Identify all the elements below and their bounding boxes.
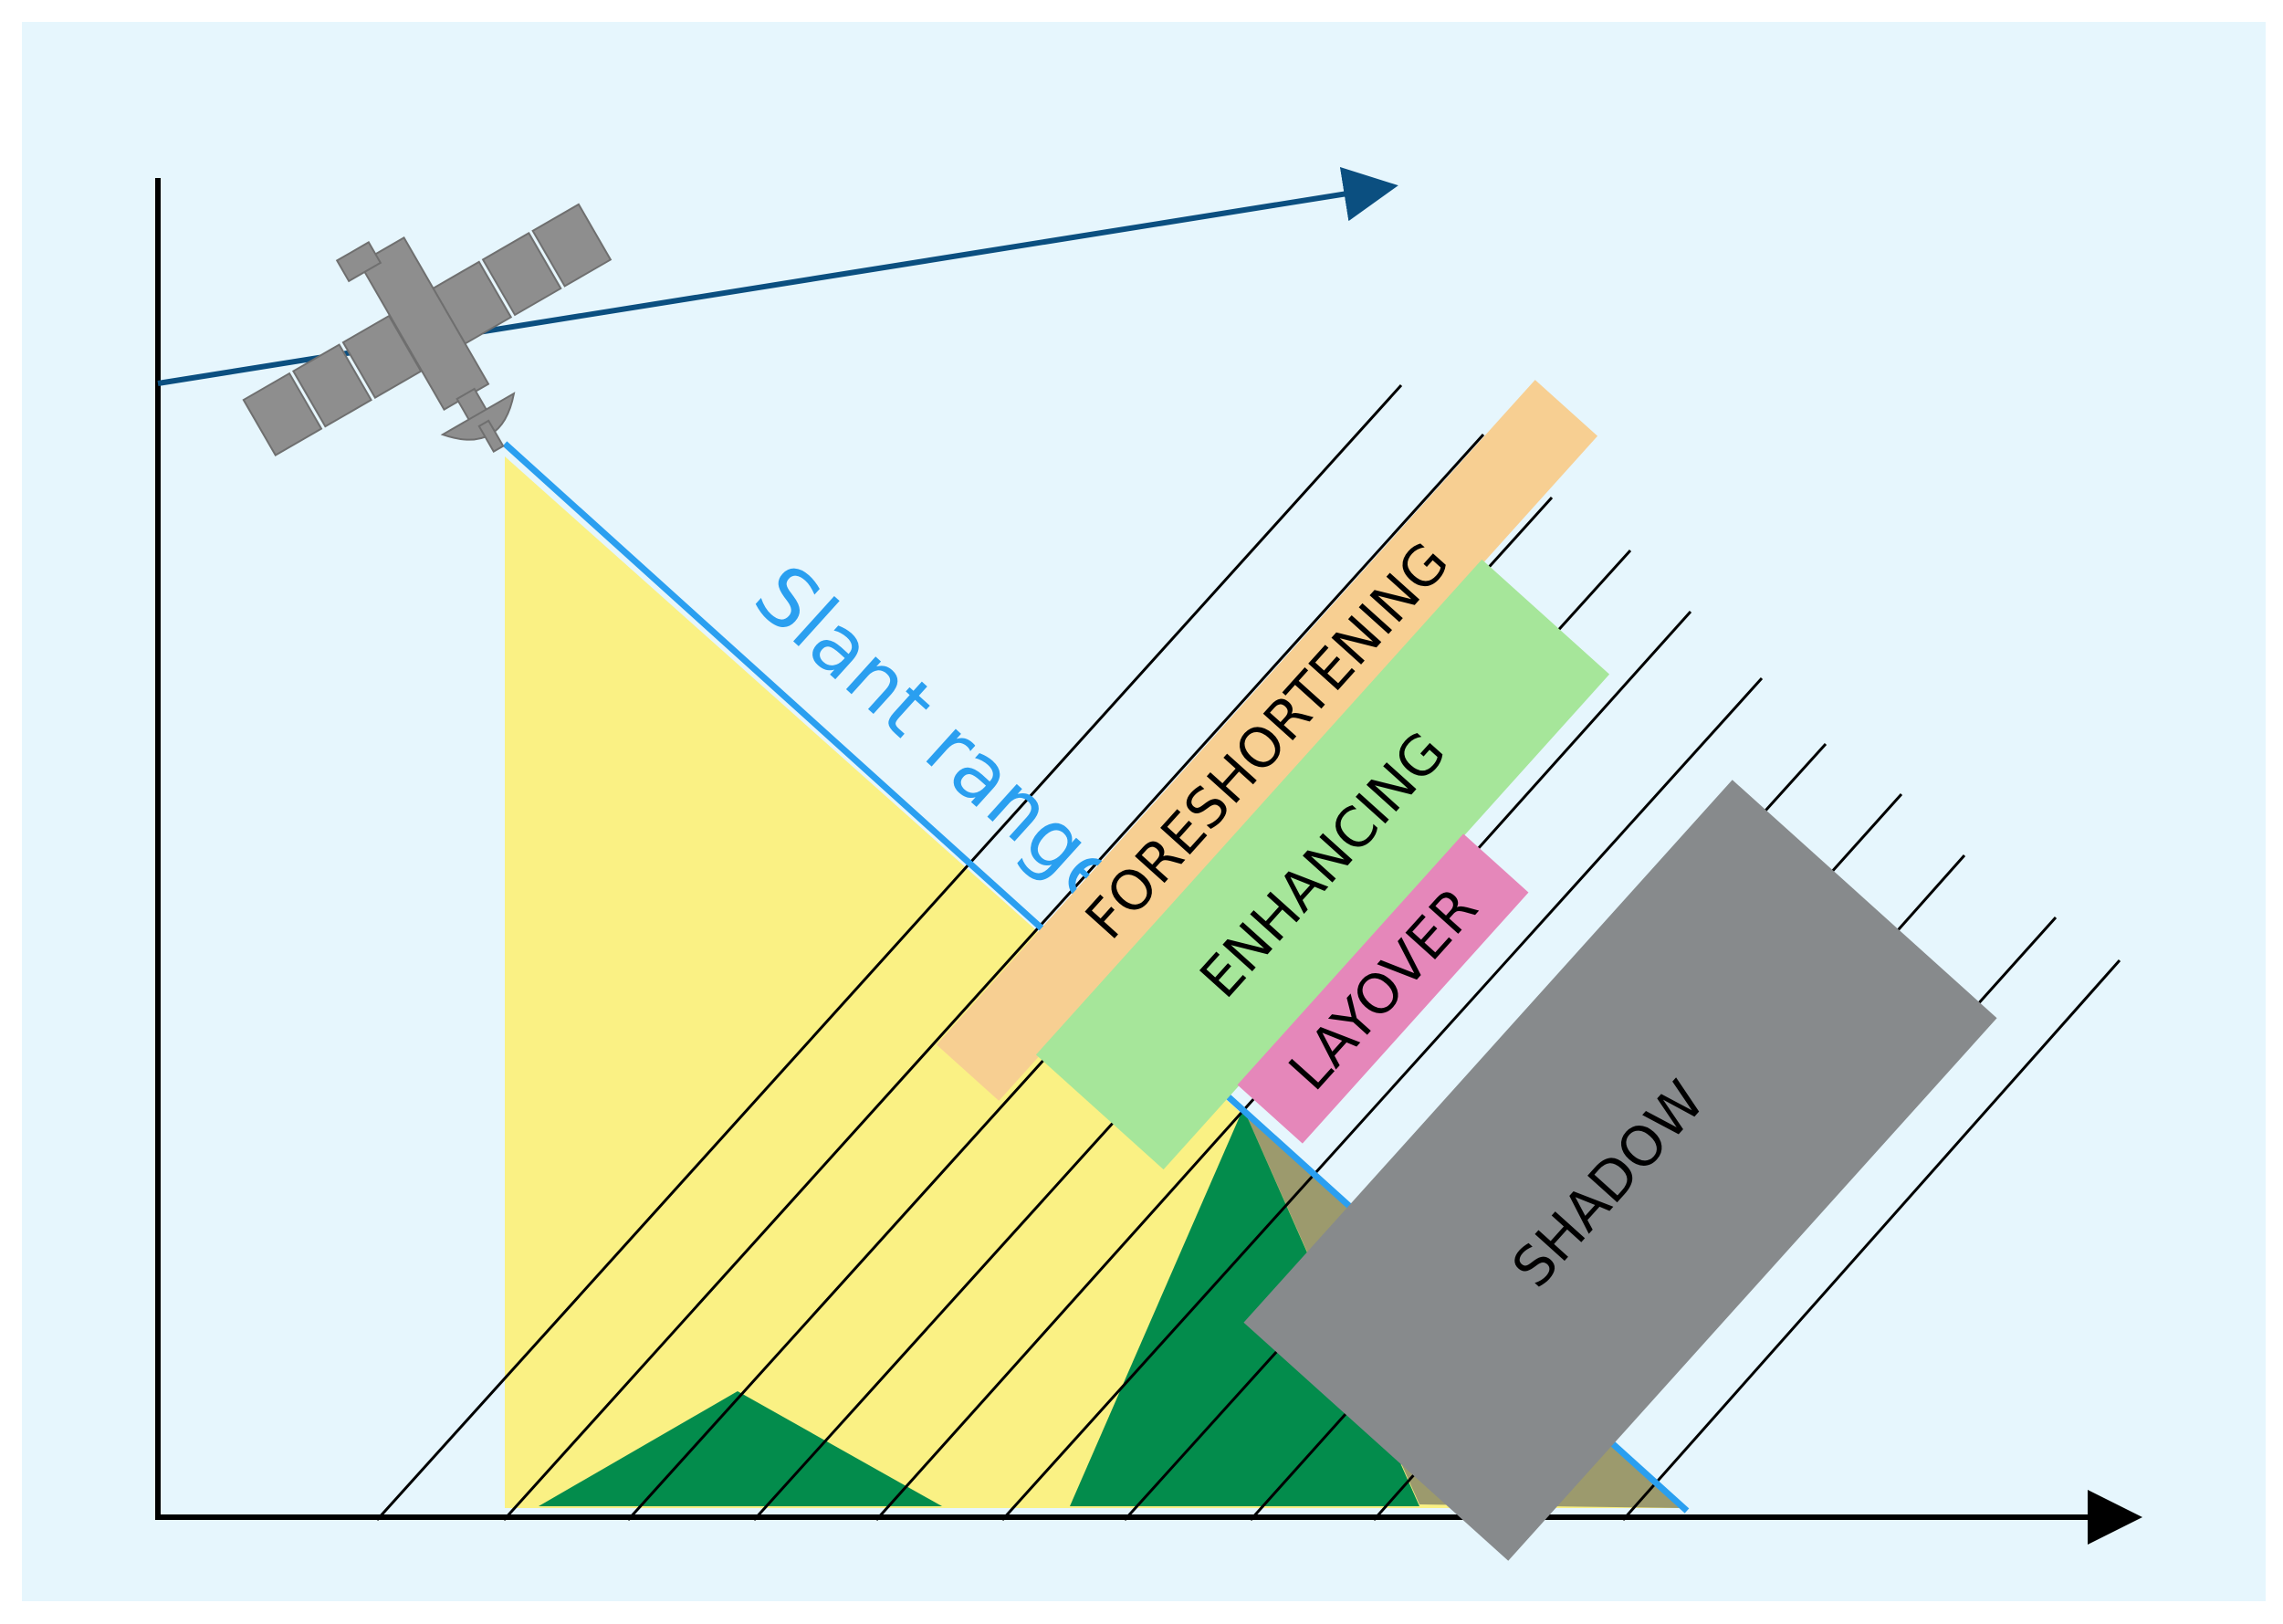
layover-zone: [1237, 833, 1529, 1144]
enhancing-zone: [1035, 559, 1610, 1170]
range-line: [502, 433, 1485, 1522]
small-hill: [539, 1391, 942, 1506]
range-line: [1000, 676, 1764, 1522]
foreshortening-zone: [936, 380, 1598, 1101]
mountain: [1070, 1108, 1419, 1506]
range-line: [375, 383, 1403, 1522]
range-line: [1621, 959, 2121, 1521]
satellite-icon: [242, 203, 613, 457]
shadow-zone: [1243, 780, 1997, 1561]
